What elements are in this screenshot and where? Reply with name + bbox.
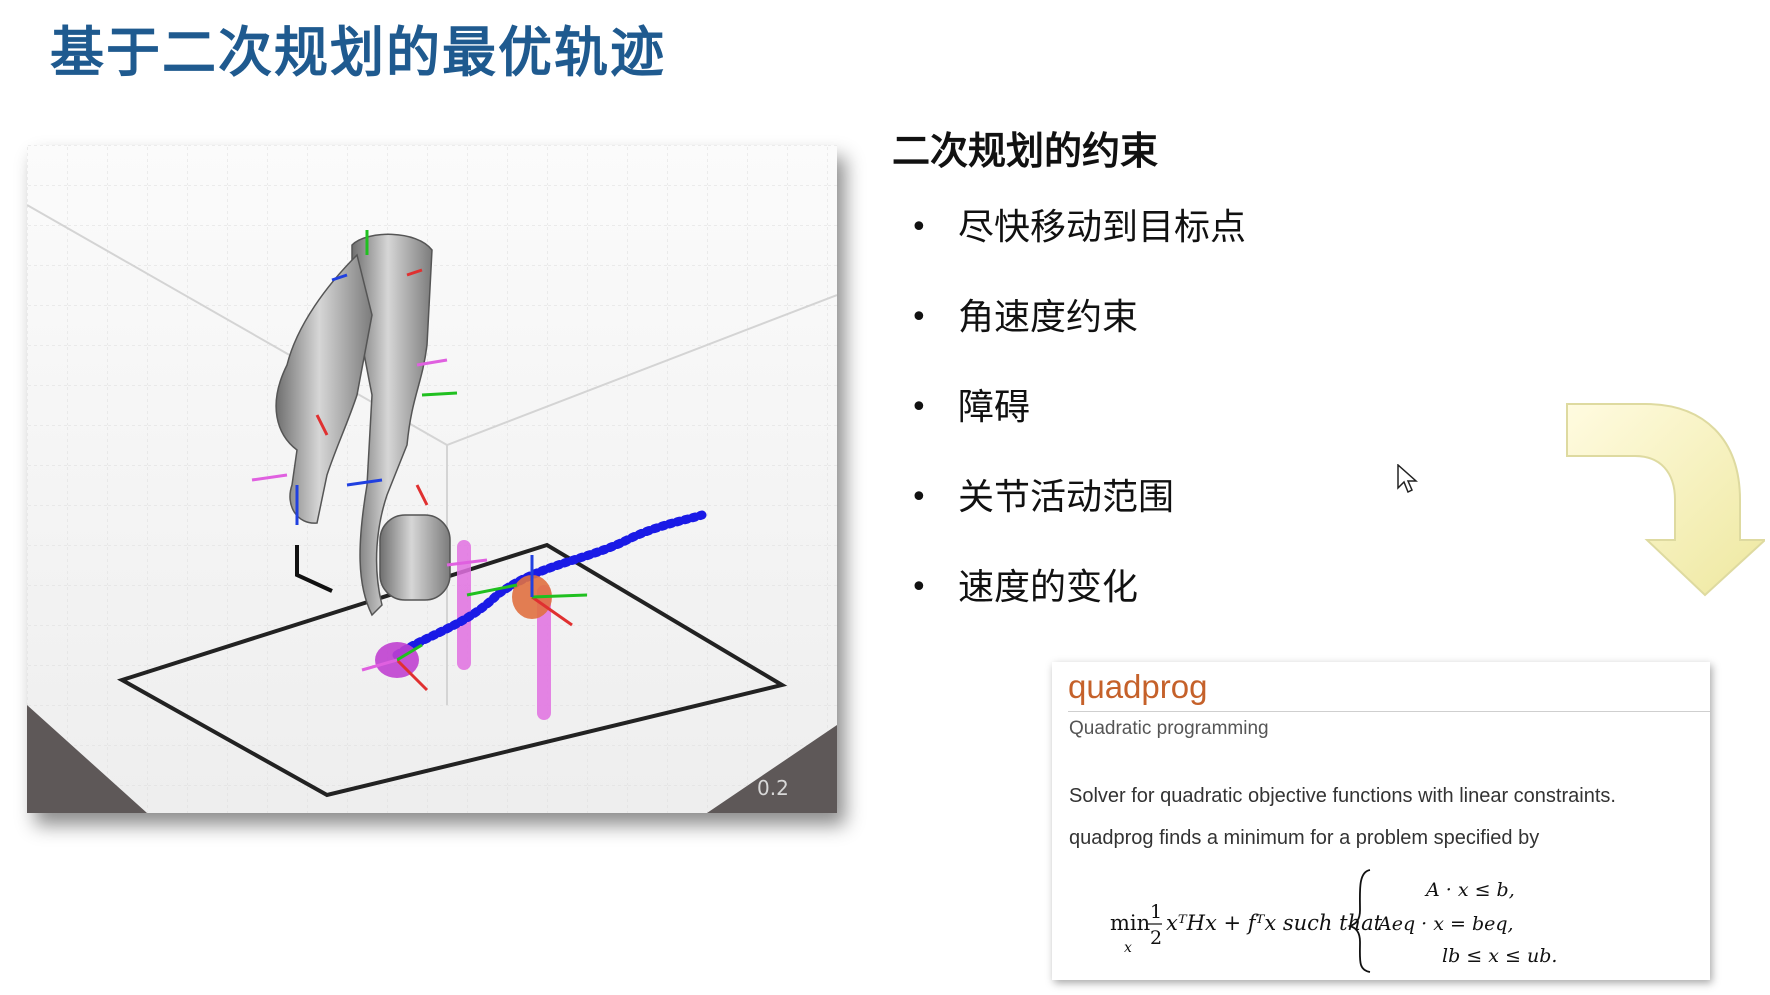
list-item: • 障碍 xyxy=(910,378,1246,468)
doc-subtitle: Quadratic programming xyxy=(1069,718,1269,739)
bullet-icon: • xyxy=(910,300,928,335)
doc-description: quadprog finds a minimum for a problem s… xyxy=(1069,827,1540,849)
list-item: • 关节活动范围 xyxy=(910,468,1246,558)
list-item: • 尽快移动到目标点 xyxy=(910,198,1246,288)
cursor-svg xyxy=(1397,463,1418,494)
robot-arm-wrist xyxy=(379,514,451,601)
doc-description: Solver for quadratic objective functions… xyxy=(1069,785,1616,807)
constraints-list: • 尽快移动到目标点 • 角速度约束 • 障碍 • 关节活动范围 • 速度的变化 xyxy=(910,198,1246,648)
list-item: • 角速度约束 xyxy=(910,288,1246,378)
obstacle-cylinder xyxy=(537,585,551,720)
formula-frac-num: 1 xyxy=(1150,901,1162,923)
list-item: • 速度的变化 xyxy=(910,558,1246,648)
base-frame xyxy=(295,545,333,593)
robot-arm-link xyxy=(351,233,433,617)
quadprog-doc-card: quadprog Quadratic programming Solver fo… xyxy=(1052,662,1710,980)
doc-title: quadprog xyxy=(1068,668,1208,705)
trajectory-path xyxy=(392,510,707,660)
curved-down-arrow-icon xyxy=(1565,400,1768,604)
formula-frac-den: 2 xyxy=(1150,927,1162,949)
formula-sub: x xyxy=(1124,940,1132,956)
robot-simulation-figure: 0.2 xyxy=(27,145,837,813)
arrow-svg xyxy=(1566,403,1768,597)
bullet-icon: • xyxy=(910,210,928,245)
qp-formula: min x 1 2 xᵀHx + fᵀx such that A · x ≤ b… xyxy=(1110,869,1557,973)
constraints-heading: 二次规划的约束 xyxy=(892,129,1159,173)
doc-divider xyxy=(1068,711,1710,712)
formula-constraint: lb ≤ x ≤ ub. xyxy=(1442,945,1557,967)
bullet-icon: • xyxy=(910,480,928,515)
obstacle-cylinder xyxy=(457,540,471,670)
robot-arm-link xyxy=(275,253,373,524)
floor-base xyxy=(27,705,837,813)
formula-constraint: A · x ≤ b, xyxy=(1424,879,1515,901)
grid-pattern xyxy=(27,145,837,813)
axis-tick-label: 0.2 xyxy=(757,776,789,800)
list-item-label: 速度的变化 xyxy=(958,567,1139,608)
formula-min: min xyxy=(1110,911,1150,935)
mouse-pointer-icon xyxy=(1397,463,1419,498)
bullet-icon: • xyxy=(910,570,928,605)
formula-objective: xᵀHx + fᵀx such that xyxy=(1166,911,1383,935)
robot-scene-svg: 0.2 xyxy=(27,145,837,813)
slide-title: 基于二次规划的最优轨迹 xyxy=(50,21,666,84)
formula-constraint: Aeq · x = beq, xyxy=(1376,913,1514,935)
list-item-label: 角速度约束 xyxy=(958,297,1139,338)
coordinate-frames xyxy=(251,230,588,692)
arrow-shape xyxy=(1566,403,1768,597)
bullet-icon: • xyxy=(910,390,928,425)
list-item-label: 障碍 xyxy=(958,387,1031,428)
formula-brace xyxy=(1347,869,1371,973)
list-item-label: 关节活动范围 xyxy=(958,477,1175,518)
list-item-label: 尽快移动到目标点 xyxy=(958,207,1247,248)
